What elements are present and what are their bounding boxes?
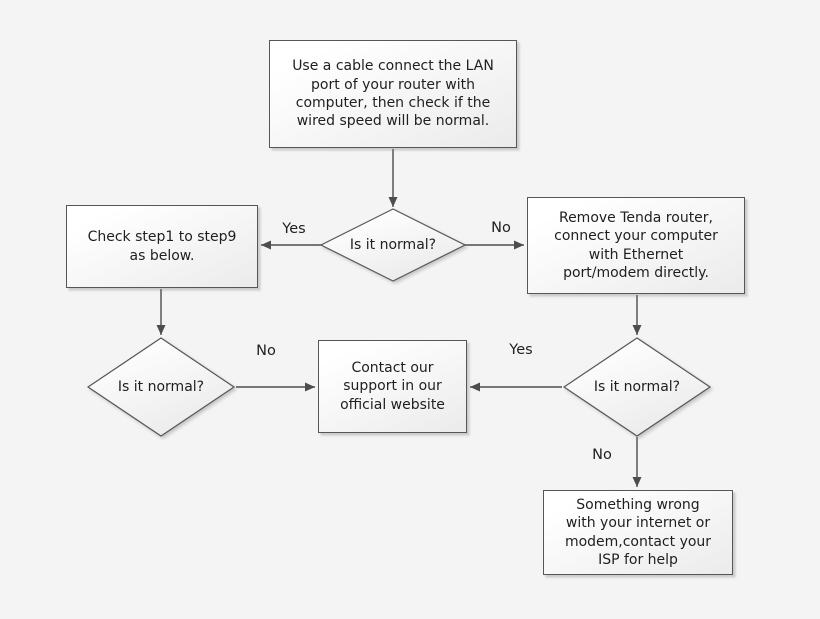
node-check-steps-label: Check step1 to step9 as below. <box>87 229 237 264</box>
node-decision1-label: Is it normal? <box>349 237 437 253</box>
node-isp-help-label: Something wrong with your internet or mo… <box>564 496 712 568</box>
node-decision2-label: Is it normal? <box>117 379 205 395</box>
node-remove-router-label: Remove Tenda router, connect your comput… <box>554 209 718 281</box>
node-start: Use a cable connect the LAN port of your… <box>269 40 517 148</box>
edge-label-decision1-yes: Yes <box>282 221 306 237</box>
decision2-diamond-shape <box>86 337 236 437</box>
node-decision3-label: Is it normal? <box>593 379 681 395</box>
edge-label-decision3-no: No <box>592 447 612 463</box>
decision1-diamond-shape <box>319 208 467 282</box>
edge-label-decision3-yes: Yes <box>509 342 533 358</box>
node-remove-router: Remove Tenda router, connect your comput… <box>527 197 745 294</box>
node-decision3: Is it normal? <box>562 337 712 437</box>
edge-label-decision1-no: No <box>491 220 511 236</box>
node-isp-help: Something wrong with your internet or mo… <box>543 490 733 575</box>
decision3-diamond-shape <box>562 337 712 437</box>
node-decision2: Is it normal? <box>86 337 236 437</box>
node-check-steps: Check step1 to step9 as below. <box>66 205 258 288</box>
node-decision1: Is it normal? <box>319 208 467 282</box>
node-contact-support: Contact our support in our official webs… <box>318 340 467 433</box>
edge-label-decision2-no: No <box>256 343 276 359</box>
node-start-label: Use a cable connect the LAN port of your… <box>292 58 494 130</box>
node-contact-support-label: Contact our support in our official webs… <box>340 359 445 413</box>
